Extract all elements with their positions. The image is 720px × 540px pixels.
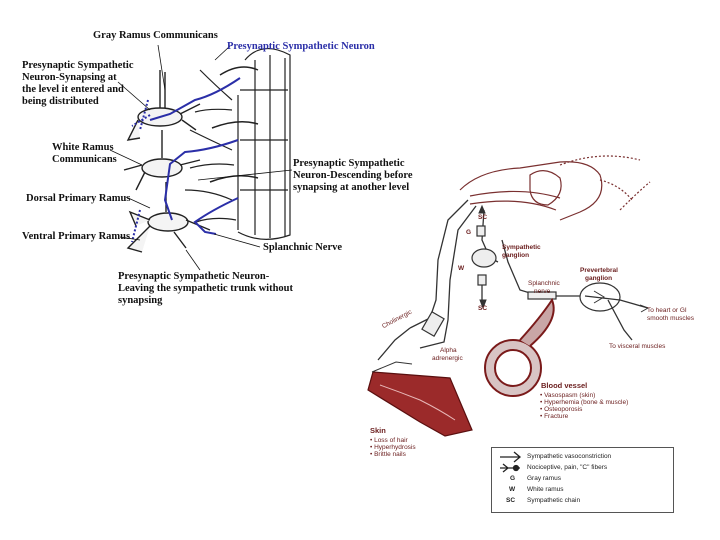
- skin-title: Skin: [370, 426, 386, 435]
- w-label: W: [458, 265, 465, 272]
- white-ramus-label-line1: White Ramus: [52, 142, 114, 153]
- g-label: G: [466, 229, 472, 236]
- legend-w-text: White ramus: [527, 486, 564, 493]
- descending-label-line3: synapsing at another level: [293, 182, 410, 193]
- spinal-cord-outline: [459, 155, 651, 221]
- skin-shape: [367, 361, 473, 437]
- alpha-label-1: Alpha: [440, 347, 457, 354]
- legend-sc-text: Sympathetic chain: [527, 497, 581, 504]
- legend-nociceptive: Nociceptive, pain, "C" fibers: [527, 464, 608, 471]
- heart-label-2: smooth muscles: [647, 315, 694, 322]
- synapse-markers: [478, 204, 650, 313]
- spinal-cord-illustration: [184, 48, 291, 240]
- presynaptic-neuron-paths: [131, 77, 241, 243]
- legend-icons: [500, 451, 522, 473]
- white-ramus-label-line2: Communicans: [52, 154, 117, 165]
- bv-item: • Fracture: [540, 413, 569, 420]
- splanchnic-label-1: Splanchnic: [528, 280, 560, 287]
- legend-g-text: Gray ramus: [527, 475, 561, 482]
- sympathetic-ganglion-label-2: ganglion: [502, 252, 530, 259]
- synapsing-label-line4: being distributed: [22, 96, 99, 107]
- synapsing-label-line2: Neuron-Synapsing at: [22, 72, 117, 83]
- bv-item: • Hyperhemia (bone & muscle): [540, 399, 629, 406]
- visceral-label: To visceral muscles: [609, 343, 666, 350]
- prevertebral-label-1: Prevertebral: [580, 267, 618, 274]
- label-pointer-lines: [109, 44, 293, 271]
- skin-item: • Hyperhydrosis: [370, 444, 416, 451]
- heart-label-1: To heart or GI: [647, 307, 687, 314]
- bv-item: • Vasospasm (skin): [540, 392, 596, 399]
- blood-vessel-title: Blood vessel: [541, 381, 588, 390]
- dorsal-ramus-label: Dorsal Primary Ramus: [26, 193, 131, 204]
- synapsing-label-line3: the level it entered and: [22, 84, 124, 95]
- sc-bottom-label: SC: [478, 305, 488, 312]
- skin-item: • Brittle nails: [370, 451, 406, 458]
- descending-label-line2: Neuron-Descending before: [293, 170, 413, 181]
- gray-ramus-label: Gray Ramus Communicans: [93, 30, 218, 41]
- prevertebral-label-2: ganglion: [585, 275, 613, 282]
- splanchnic-nerve-label: Splanchnic Nerve: [263, 242, 343, 253]
- skin-item: • Loss of hair: [370, 437, 408, 444]
- legend-sc-key: SC: [506, 497, 516, 504]
- presynaptic-neuron-label: Presynaptic Sympathetic Neuron: [227, 41, 375, 52]
- splanchnic-label-2: nerve: [534, 288, 551, 295]
- blood-vessel-shape: [484, 297, 555, 397]
- leaving-label-line2: Leaving the sympathetic trunk without: [118, 283, 294, 294]
- ventral-ramus-label: Ventral Primary Ramus: [22, 231, 131, 242]
- legend-box: [491, 447, 674, 513]
- alpha-label-2: adrenergic: [432, 355, 463, 362]
- bv-item: • Osteoporosis: [540, 406, 583, 413]
- legend-vasoconstriction: Sympathetic vasoconstriction: [527, 453, 612, 460]
- leaving-label-line3: synapsing: [118, 295, 163, 306]
- legend-g-key: G: [510, 475, 516, 482]
- legend-w-key: W: [509, 486, 516, 493]
- synapsing-label-line1: Presynaptic Sympathetic: [22, 60, 134, 71]
- sc-top-label: SC: [478, 214, 488, 221]
- sympathetic-ganglion-label-1: Sympathetic: [502, 244, 541, 251]
- ganglion-shapes: [421, 225, 621, 337]
- leaving-label-line1: Presynaptic Sympathetic Neuron-: [118, 271, 270, 282]
- descending-label-line1: Presynaptic Sympathetic: [293, 158, 405, 169]
